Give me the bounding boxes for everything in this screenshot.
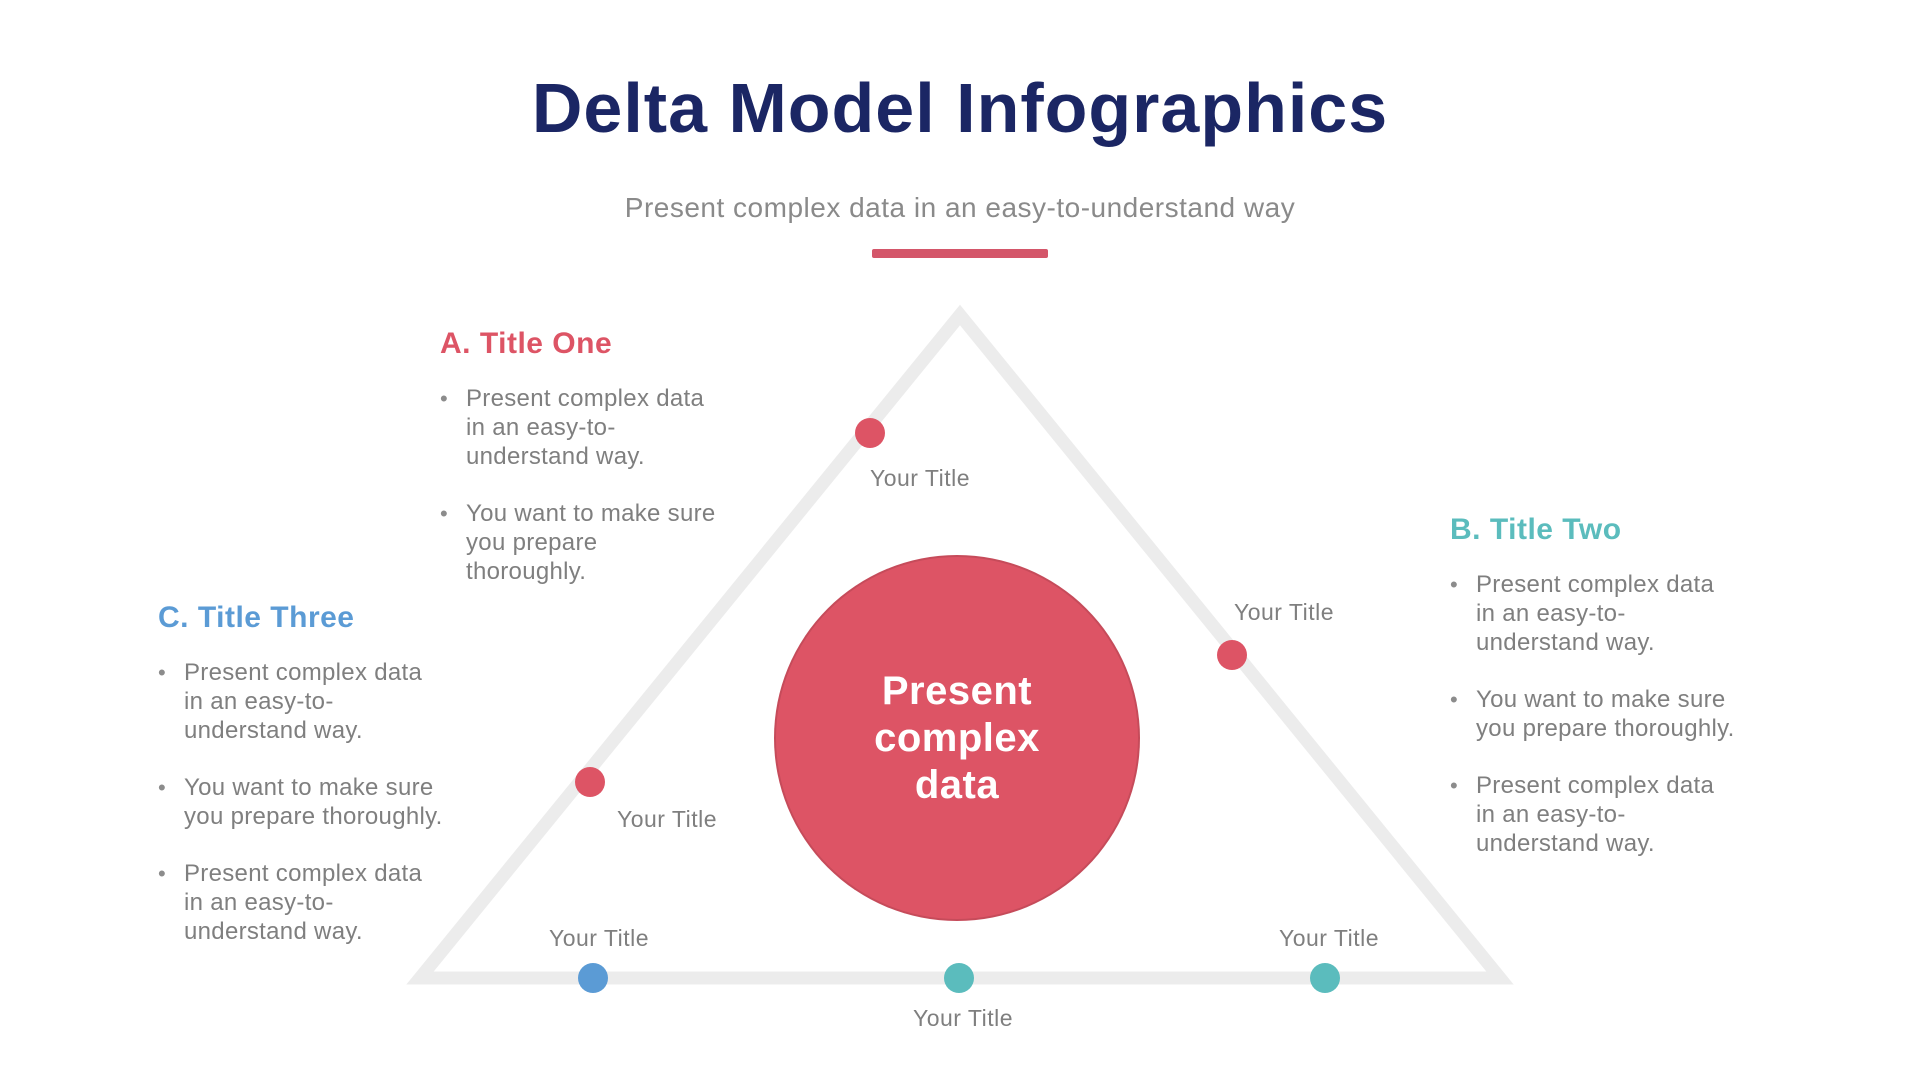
marker-dot-bottom-right — [1310, 963, 1340, 993]
marker-dot-mid-left — [575, 767, 605, 797]
list-item: • You want to make sure you prepare thor… — [158, 773, 446, 831]
bullet-icon: • — [158, 861, 166, 886]
bullet-icon: • — [1450, 773, 1458, 798]
marker-label-bottom-left: Your Title — [548, 925, 650, 951]
list-item: • You want to make sure you prepare thor… — [440, 499, 722, 586]
section-title-one: A. Title One • Present complex data in a… — [440, 326, 722, 614]
center-circle: Present complex data — [774, 555, 1140, 921]
bullet-text: Present complex data in an easy-to-under… — [184, 659, 423, 744]
bullet-text: Present complex data in an easy-to-under… — [1476, 772, 1715, 857]
section-c-heading: C. Title Three — [158, 601, 355, 634]
bullet-icon: • — [1450, 572, 1458, 597]
bullet-text: Present complex data in an easy-to-under… — [1476, 571, 1715, 656]
list-item: • You want to make sure you prepare thor… — [1450, 685, 1738, 743]
marker-label-bottom-center: Your Title — [912, 1005, 1014, 1031]
bullet-text: You want to make sure you prepare thorou… — [1476, 686, 1735, 742]
list-item: • Present complex data in an easy-to-und… — [1450, 771, 1738, 858]
bullet-icon: • — [158, 775, 166, 800]
section-b-heading: B. Title Two — [1450, 513, 1622, 546]
bullet-icon: • — [1450, 687, 1458, 712]
bullet-icon: • — [158, 660, 166, 685]
section-title-three: C. Title Three • Present complex data in… — [158, 600, 446, 974]
bullet-icon: • — [440, 501, 448, 526]
list-item: • Present complex data in an easy-to-und… — [440, 384, 722, 471]
marker-label-right: Your Title — [1233, 599, 1335, 625]
marker-label-top-left: Your Title — [869, 465, 971, 491]
center-circle-line-2: complex — [874, 715, 1040, 760]
marker-dot-bottom-center — [944, 963, 974, 993]
section-title-two: B. Title Two • Present complex data in a… — [1450, 512, 1738, 886]
bullet-text: You want to make sure you prepare thorou… — [184, 774, 443, 830]
bullet-text: Present complex data in an easy-to-under… — [184, 860, 423, 945]
marker-dot-bottom-left — [578, 963, 608, 993]
marker-dot-top-left — [855, 418, 885, 448]
list-item: • Present complex data in an easy-to-und… — [158, 859, 446, 946]
list-item: • Present complex data in an easy-to-und… — [1450, 570, 1738, 657]
center-circle-line-1: Present — [881, 668, 1033, 713]
bullet-text: You want to make sure you prepare thorou… — [466, 500, 716, 585]
center-circle-line-3: data — [914, 762, 1000, 807]
marker-label-bottom-right: Your Title — [1278, 925, 1380, 951]
list-item: • Present complex data in an easy-to-und… — [158, 658, 446, 745]
page-title: Delta Model Infographics — [531, 69, 1389, 147]
page-subtitle: Present complex data in an easy-to-under… — [624, 192, 1296, 223]
marker-label-mid-left: Your Title — [616, 806, 718, 832]
section-a-heading: A. Title One — [440, 327, 613, 360]
title-divider — [872, 249, 1048, 258]
bullet-icon: • — [440, 386, 448, 411]
marker-dot-right — [1217, 640, 1247, 670]
bullet-text: Present complex data in an easy-to-under… — [466, 385, 705, 470]
